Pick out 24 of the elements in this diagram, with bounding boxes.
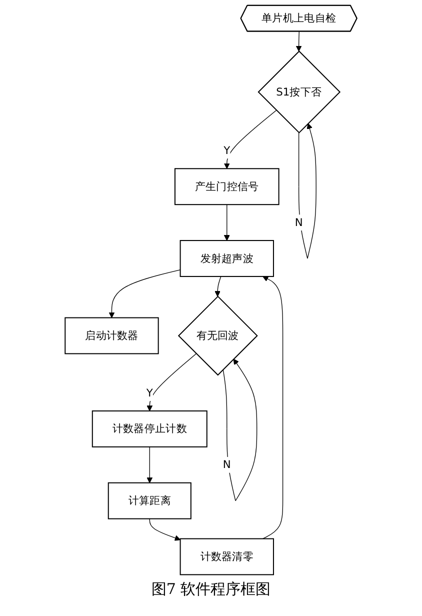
node-box: 启动计数器 — [64, 317, 159, 354]
arrow — [214, 276, 222, 297]
arrow — [298, 123, 316, 259]
arrow — [222, 358, 258, 502]
node-diamond: S1按下否 — [258, 50, 341, 134]
arrow — [224, 110, 277, 169]
edge-label: N — [222, 458, 231, 471]
arrow — [224, 204, 230, 241]
node-box: 产生门控信号 — [174, 168, 280, 206]
arrow — [262, 276, 284, 540]
edge-label: Y — [224, 144, 230, 157]
node-box: 计算距离 — [108, 482, 192, 520]
node-box: 计数器停止计数 — [92, 410, 208, 448]
node-box: 计数器清零 — [180, 538, 274, 576]
arrow — [296, 31, 302, 52]
arrow — [149, 518, 181, 541]
arrow — [108, 269, 181, 318]
figure-caption: 图7 软件程序框图 — [150, 580, 272, 599]
arrow — [146, 353, 197, 412]
node-diamond: 有无回波 — [178, 296, 258, 376]
edge-label: N — [294, 216, 303, 229]
arrow — [146, 446, 153, 484]
edge-label: Y — [146, 386, 153, 399]
node-box: 发射超声波 — [180, 240, 274, 277]
